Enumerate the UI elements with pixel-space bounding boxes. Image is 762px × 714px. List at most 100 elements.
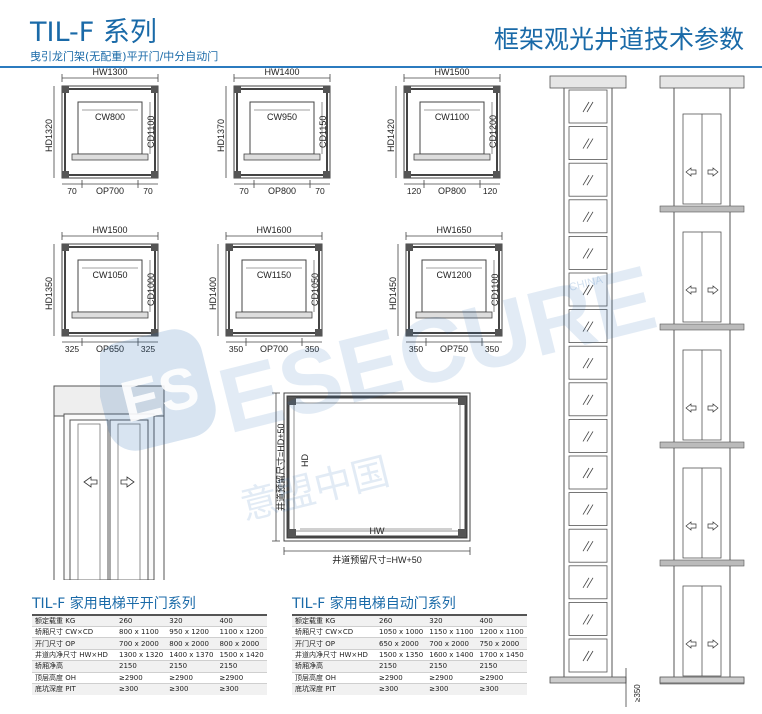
row-value: ≥300 xyxy=(116,682,167,695)
door-open-arrows-icon xyxy=(685,285,719,295)
row-value: ≥300 xyxy=(476,682,527,695)
row-value: 320 xyxy=(426,614,477,627)
row-value: 1300 x 1320 xyxy=(116,648,167,661)
row-label: 轿厢净高 xyxy=(32,660,116,673)
hd-dimension: HD1320 xyxy=(44,119,54,152)
row-label: 额定载重 KG xyxy=(32,614,116,627)
header-divider xyxy=(0,66,762,68)
row-value: ≥2900 xyxy=(216,671,267,684)
glass-hatch-icon xyxy=(582,248,594,259)
hw-dimension: HW1650 xyxy=(436,225,471,235)
table-row: 顶层高度 OH≥2900≥2900≥2900 xyxy=(32,671,267,684)
right-clearance-dimension: 70 xyxy=(143,186,153,196)
right-clearance-dimension: 350 xyxy=(305,344,319,354)
op-dimension: OP650 xyxy=(96,344,124,354)
left-clearance-dimension: 70 xyxy=(67,186,77,196)
row-label: 顶层高度 OH xyxy=(32,671,116,684)
table-title-swing: TIL-F 家用电梯平开门系列 xyxy=(32,596,196,612)
left-clearance-dimension: 350 xyxy=(409,344,423,354)
row-value: ≥300 xyxy=(426,682,477,695)
row-value: 750 x 2000 xyxy=(476,637,527,650)
row-value: 800 x 2000 xyxy=(166,637,217,650)
hw-dimension: HW1600 xyxy=(256,225,291,235)
row-label: 顶层高度 OH xyxy=(292,671,376,684)
left-clearance-dimension: 70 xyxy=(239,186,249,196)
row-value: 650 x 2000 xyxy=(376,637,427,650)
glass-hatch-icon xyxy=(582,577,594,589)
cd-dimension: CD1150 xyxy=(318,116,328,148)
op-dimension: OP700 xyxy=(260,344,288,354)
hw-label: HW xyxy=(370,526,385,536)
cw-dimension: CW1050 xyxy=(92,270,127,280)
series-title: TIL-F 系列 xyxy=(30,17,157,48)
row-value: 400 xyxy=(476,614,527,627)
glass-hatch-icon xyxy=(582,431,594,442)
cw-dimension: CW1100 xyxy=(435,112,469,122)
row-value: ≥2900 xyxy=(376,671,427,684)
row-label: 井道内净尺寸 HW×HD xyxy=(32,648,116,661)
row-value: ≥300 xyxy=(166,682,217,695)
cd-dimension: CD1100 xyxy=(490,274,500,306)
row-value: 1600 x 1400 xyxy=(426,648,477,661)
hd-dimension: HD1400 xyxy=(208,277,218,310)
row-value: ≥300 xyxy=(216,682,267,695)
row-value: 320 xyxy=(166,614,217,627)
row-value: 2150 xyxy=(216,660,267,673)
row-value: 2150 xyxy=(166,660,217,673)
shaft-elevations: ≥350 xyxy=(549,75,745,707)
pit-depth-dimension: ≥350 xyxy=(633,684,642,702)
row-value: 1500 x 1350 xyxy=(376,648,427,661)
op-dimension: OP700 xyxy=(96,186,124,196)
table-row: 底坑深度 PIT≥300≥300≥300 xyxy=(292,682,527,695)
row-value: 800 x 1100 xyxy=(116,625,167,638)
glass-hatch-icon xyxy=(582,321,594,332)
door-leaf-left xyxy=(69,419,109,580)
cd-dimension: CD1050 xyxy=(310,273,320,306)
row-value: ≥300 xyxy=(376,682,427,695)
door-open-arrows-icon xyxy=(685,403,719,413)
cd-dimension: CD1000 xyxy=(146,273,156,306)
door-header-frame xyxy=(53,385,165,417)
right-clearance-dimension: 350 xyxy=(485,344,499,354)
row-value: 2150 xyxy=(426,660,477,673)
hd-dimension: HD1420 xyxy=(386,119,396,152)
door-open-arrows-icon xyxy=(685,521,719,531)
glass-hatch-icon xyxy=(582,138,594,149)
cd-dimension: CD1200 xyxy=(488,115,498,148)
cw-dimension: CW950 xyxy=(267,112,297,122)
right-clearance-dimension: 325 xyxy=(141,344,155,354)
door-leaf-right xyxy=(109,419,149,580)
op-dimension: OP800 xyxy=(268,186,296,196)
op-dimension: OP750 xyxy=(440,344,468,354)
row-label: 额定载重 KG xyxy=(292,614,376,627)
cd-dimension: CD1100 xyxy=(146,116,156,148)
row-label: 开门尺寸 OP xyxy=(32,637,116,650)
row-value: 1050 x 1000 xyxy=(376,625,427,638)
row-value: ≥2900 xyxy=(116,671,167,684)
cw-dimension: CW1150 xyxy=(257,270,291,280)
hw-dimension: HW1300 xyxy=(92,67,127,77)
door-elevation-drawing xyxy=(53,385,165,580)
hd-reserve-dimension: 井道预留尺寸=HD+50 xyxy=(275,423,286,511)
row-value: 1700 x 1450 xyxy=(476,648,527,661)
glass-hatch-icon xyxy=(582,650,594,662)
row-value: 700 x 2000 xyxy=(116,637,167,650)
row-value: 800 x 2000 xyxy=(216,637,267,650)
hw-dimension: HW1500 xyxy=(434,67,469,77)
glass-hatch-icon xyxy=(582,467,594,479)
door-open-arrows-icon xyxy=(685,639,719,649)
row-value: ≥2900 xyxy=(166,671,217,684)
row-value: 1400 x 1370 xyxy=(166,648,217,661)
table-row: 顶层高度 OH≥2900≥2900≥2900 xyxy=(292,671,527,684)
